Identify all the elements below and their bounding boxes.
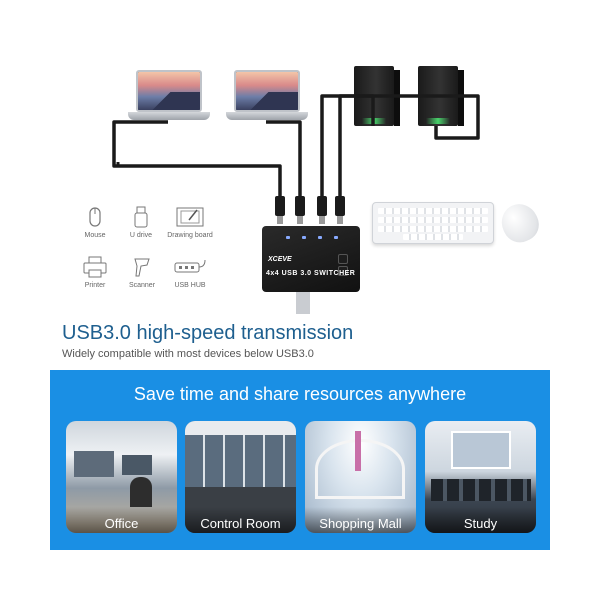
scene-shopping-mall: Shopping Mall: [305, 421, 416, 533]
peripheral-mouse: Mouse: [80, 206, 110, 239]
scene-study: Study: [425, 421, 536, 533]
device-model-label: 4x4 USB 3.0 SWITCHER: [266, 270, 356, 277]
laptop-2: [226, 70, 308, 130]
peripheral-u-drive: U drive: [126, 206, 156, 239]
scene-control-room: Control Room: [185, 421, 296, 533]
switch-button[interactable]: [338, 254, 348, 264]
usb-plug-3: [317, 196, 327, 216]
switch-button[interactable]: [338, 266, 348, 276]
peripheral-scanner: Scanner: [126, 256, 158, 289]
scene-office: Office: [66, 421, 177, 533]
printer-icon: [82, 256, 108, 278]
subheadline: Widely compatible with most devices belo…: [62, 348, 314, 360]
usb-plug-4: [335, 196, 345, 216]
device-brand: XCEVE: [268, 256, 292, 263]
headline: USB3.0 high-speed transmission: [62, 322, 354, 344]
peripheral-printer: Printer: [80, 256, 110, 289]
usb-hub-icon: [173, 256, 207, 278]
usb-plug-2: [295, 196, 305, 216]
drawing-board-icon: [175, 206, 205, 228]
mouse-icon: [82, 206, 108, 228]
banner-title: Save time and share resources anywhere: [133, 384, 467, 404]
keyboard: [372, 202, 494, 244]
laptop-1: [128, 70, 210, 130]
scanner-icon: [129, 256, 155, 278]
peripheral-usb-hub: USB HUB: [170, 256, 210, 289]
usb-switcher-box: XCEVE 4x4 USB 3.0 SWITCHER: [262, 226, 360, 292]
usb-plug-1: [275, 196, 285, 216]
peripheral-drawing-board: Drawing board: [166, 206, 214, 239]
usb-drive-icon: [128, 206, 154, 228]
usage-scenarios-banner: Save time and share resources anywhere O…: [50, 370, 550, 550]
